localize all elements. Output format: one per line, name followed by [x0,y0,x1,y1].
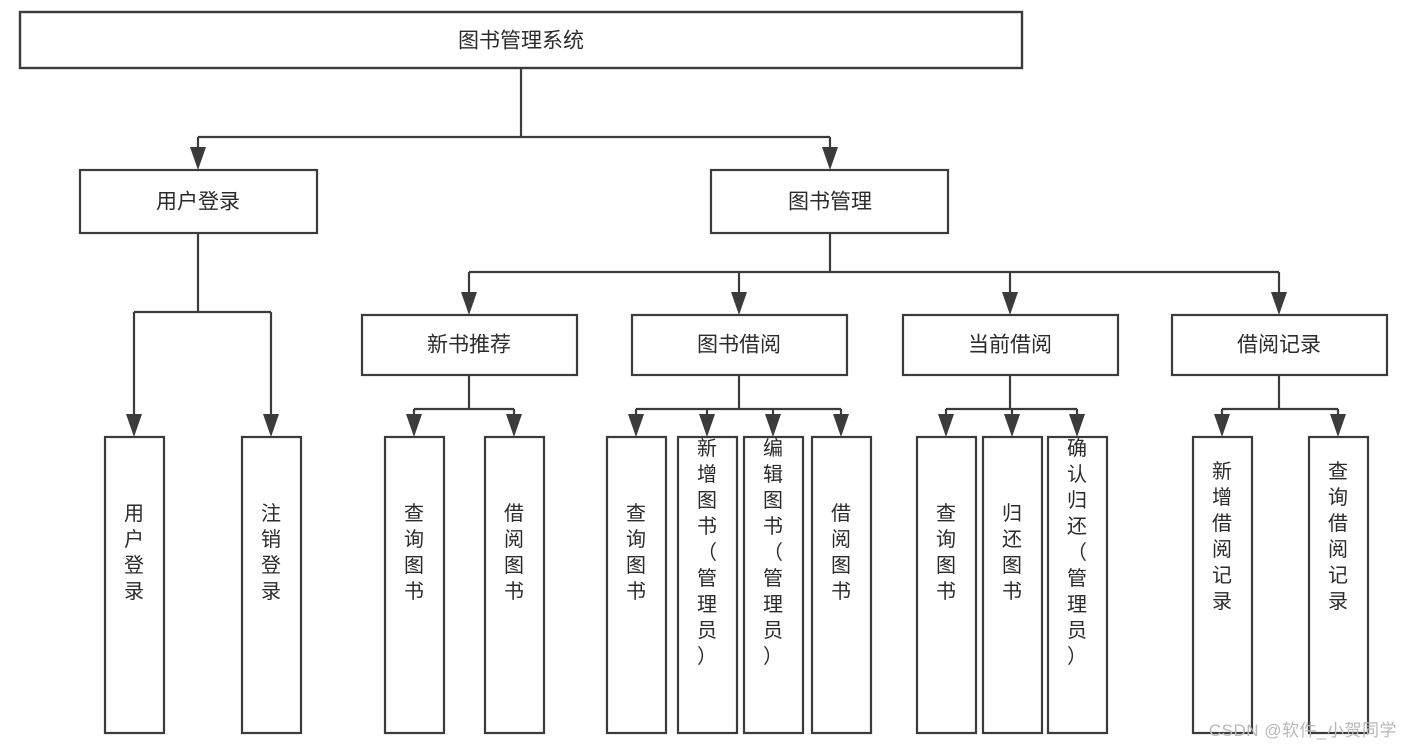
arrow-book-mgmt [822,147,838,170]
borrow-record-label: 借阅记录 [1237,334,1321,357]
arrow-current-borrow [1002,292,1018,315]
leaf-query-record-label: 查询借阅记录 [1328,460,1348,613]
node-leaf-query-book-c[interactable]: 查询图书 [915,435,978,735]
book-borrow-box[interactable] [630,313,849,377]
leaf-query-book-c-label: 查询图书 [936,502,956,603]
arrow-leaf-edit-book [765,414,781,437]
leaf-confirm-return-label: 确认归还（管理员） [1067,437,1087,668]
node-book-borrow[interactable]: 图书借阅 [630,313,849,377]
node-leaf-edit-book[interactable]: 编辑图书（管理员） [742,435,805,735]
watermark-text: CSDN @软件_小贺同学 [1208,721,1397,740]
root-label: 图书管理系统 [458,30,584,53]
node-leaf-add-book[interactable]: 新增图书（管理员） [676,435,739,735]
leaf-borrow-book-b-label: 借阅图书 [831,502,851,603]
new-book-rec-label: 新书推荐 [427,334,511,357]
node-borrow-record[interactable]: 借阅记录 [1170,313,1389,377]
user-login-label: 用户登录 [156,191,240,214]
leaf-confirm-return-box[interactable] [1046,435,1109,735]
leaf-query-book-a-label: 查询图书 [404,502,424,603]
book-mgmt-box[interactable] [709,168,950,235]
leaf-return-book-label: 归还图书 [1002,502,1022,603]
arrow-leaf-query-book-b [628,414,644,437]
edges-layer [126,68,1346,437]
root-box[interactable] [18,10,1024,70]
leaf-query-book-b-box[interactable] [605,435,668,735]
node-leaf-query-book-a[interactable]: 查询图书 [383,435,446,735]
node-leaf-borrow-book-b[interactable]: 借阅图书 [810,435,873,735]
node-leaf-add-record[interactable]: 新增借阅记录 [1191,435,1254,735]
arrow-user-login [190,147,206,170]
leaf-add-book-label: 新增图书（管理员） [697,437,717,668]
arrow-borrow-record [1271,292,1287,315]
current-borrow-box[interactable] [901,313,1120,377]
arrow-leaf-confirm-return [1069,414,1085,437]
leaf-edit-book-box[interactable] [742,435,805,735]
arrow-leaf-query-book-a [406,414,422,437]
leaf-query-book-a-box[interactable] [383,435,446,735]
node-book-mgmt[interactable]: 图书管理 [709,168,950,235]
leaf-add-record-label: 新增借阅记录 [1212,460,1232,613]
book-mgmt-label: 图书管理 [788,191,872,214]
leaf-query-record-box[interactable] [1307,435,1370,735]
leaf-borrow-book-a-box[interactable] [483,435,546,735]
leaf-query-book-c-box[interactable] [915,435,978,735]
arrow-book-borrow [731,292,747,315]
leaf-user-login-label: 用户登录 [124,503,144,603]
leaf-add-book-box[interactable] [676,435,739,735]
arrow-leaf-query-book-c [938,414,954,437]
leaf-borrow-book-a-label: 借阅图书 [504,502,524,603]
node-leaf-query-book-b[interactable]: 查询图书 [605,435,668,735]
user-login-box[interactable] [78,168,319,235]
node-leaf-user-login[interactable]: 用户登录 [103,435,166,735]
node-leaf-logout[interactable]: 注销登录 [240,435,303,735]
arrow-leaf-add-record [1214,414,1230,437]
arrow-leaf-add-book [699,414,715,437]
arrow-leaf-query-record [1330,414,1346,437]
node-leaf-borrow-book-a[interactable]: 借阅图书 [483,435,546,735]
node-current-borrow[interactable]: 当前借阅 [901,313,1120,377]
arrow-leaf-borrow-book-b [833,414,849,437]
arrow-leaf-borrow-book-a [506,414,522,437]
arrow-leaf-return-book [1004,414,1020,437]
arrow-leaf-user-login [126,414,142,437]
node-root[interactable]: 图书管理系统 [18,10,1024,70]
leaf-logout-label: 注销登录 [261,502,281,603]
leaf-borrow-book-b-box[interactable] [810,435,873,735]
node-leaf-query-record[interactable]: 查询借阅记录 [1307,435,1370,735]
leaf-edit-book-label: 编辑图书（管理员） [763,437,783,668]
leaf-logout-box[interactable] [240,435,303,735]
node-new-book-rec[interactable]: 新书推荐 [360,313,579,377]
leaf-query-book-b-label: 查询图书 [626,502,646,603]
node-leaf-confirm-return[interactable]: 确认归还（管理员） [1046,435,1109,735]
leaf-user-login-box[interactable] [103,435,166,735]
leaf-return-book-box[interactable] [981,435,1044,735]
arrow-leaf-logout [263,414,279,437]
node-user-login[interactable]: 用户登录 [78,168,319,235]
leaf-add-record-box[interactable] [1191,435,1254,735]
current-borrow-label: 当前借阅 [968,334,1052,357]
arrow-new-book-rec [461,292,477,315]
new-book-rec-box[interactable] [360,313,579,377]
node-leaf-return-book[interactable]: 归还图书 [981,435,1044,735]
borrow-record-box[interactable] [1170,313,1389,377]
book-borrow-label: 图书借阅 [697,334,781,357]
